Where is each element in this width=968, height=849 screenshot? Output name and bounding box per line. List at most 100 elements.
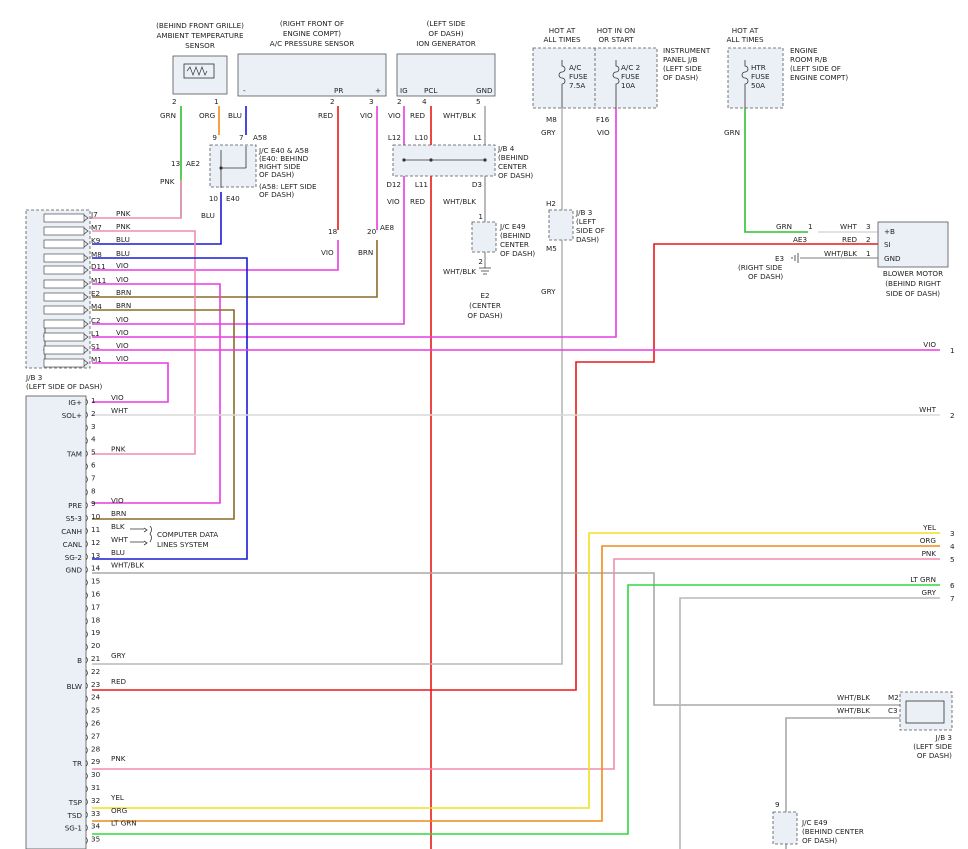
jb4: L12 L10 L1 D12 L11 D3 J/B 4 (BEHIND CENT… [386,133,533,189]
jb3-pin: K9 [91,236,101,245]
ion-pin-pcl: PCL [424,86,437,95]
jb3-terminal [43,292,85,302]
conn-l11: L11 [415,180,428,189]
jb3-arrow-icon [83,346,89,354]
jb4-1: J/B 4 [497,144,515,153]
jb3-mid: H2 M5 J/B 3 (LEFT SIDE OF DASH) [546,199,605,253]
ecu-pin-num: 17 [91,602,100,611]
jb3-pin: M4 [91,302,102,311]
jb3-terminal [43,213,85,223]
wire-c3-whtblk [785,717,900,810]
ecu-pin-num: 22 [91,667,100,676]
amb-label-1: (BEHIND FRONT GRILLE) [156,21,244,30]
ipjb-4: OF DASH) [663,73,698,82]
jc-e49-bottom: 9 J/C E49 (BEHIND CENTER OF DASH) [772,800,864,845]
ecu-pin-name: TSP [68,798,83,807]
errb-4: ENGINE COMPT) [790,73,848,82]
bm-pin-b: +B [884,227,895,236]
conn-m8: M8 [546,115,557,124]
conn-d3: D3 [472,180,482,189]
lbl-d3-whtblk: WHT/BLK [443,197,476,206]
lbl-ion-vio: VIO [388,111,401,120]
ecu-terminal-icon [85,398,88,406]
ecu-pin-name: CANL [63,540,82,549]
e49-pin-2: 2 [478,257,483,266]
lbl-ae2-pnk: PNK [160,177,175,186]
right-lead-wire: WHT [919,405,937,414]
ecu-terminal-icon [85,669,88,677]
conn-ae3: AE3 [793,235,807,244]
jb3-arrow-icon [83,266,89,274]
hot-all-1a: HOT AT [549,26,576,35]
bm-pin-si: SI [884,240,891,249]
ecu-pin-wire: PNK [111,445,126,454]
conn-h2: H2 [546,199,556,208]
jb3r-3: OF DASH) [917,751,952,760]
ecu-terminal-icon [85,489,88,496]
ecu-pin-num: 25 [91,706,100,715]
lbl-18-vio: VIO [321,248,334,257]
ecu-pin-wire: BRN [111,509,126,518]
amb-label-2: AMBIENT TEMPERATURE [156,31,243,40]
conn-l10: L10 [415,133,429,142]
jc-pin-9: 9 [212,133,217,142]
e2-2: (CENTER [469,301,501,310]
bm-num-1: 1 [866,249,871,258]
e49b-3: OF DASH) [802,836,837,845]
pr-pin-3: 3 [369,97,374,106]
ecu-pin-num: 28 [91,744,101,753]
jb3-arrow-icon [83,254,89,262]
ecu-pin-wire: YEL [110,793,124,802]
lbl-amb-grn: GRN [160,111,176,120]
jb3-pin: M1 [91,355,102,364]
pin-numbers: 2 1 2 3 2 4 5 13 AE2 18 20 AE8 [171,97,481,236]
jb3-terminal [43,239,85,249]
jb3-wire: BLU [116,235,130,244]
e49b-pin-9: 9 [775,800,780,809]
ecu-pin-wire: ORG [111,806,127,815]
ecu-pin-num: 15 [91,577,100,586]
ecu-terminal-icon [85,527,88,535]
lbl-pr-red: RED [318,111,334,120]
lbl-amb-org: ORG [199,111,215,120]
hot-all-1b: ALL TIMES [543,35,580,44]
jc-e40-2: (E40: BEHIND [259,154,309,163]
jb3-arrow-icon [83,306,89,314]
jb3-arrow-icon [83,280,89,288]
conn-a58: A58 [253,133,267,142]
ecu-pin-name: SG-2 [65,553,82,562]
jb3-pin: L1 [91,329,100,338]
pr-pin-minus: - [243,86,246,95]
jb3-wire: VIO [116,315,129,324]
ground-e2-icon [479,267,491,275]
jb3-arrow-icon [83,333,89,341]
lbl-bm-wht: WHT [840,222,858,231]
ecu-terminal-icon [85,553,88,561]
ecu-terminal-icon [85,411,88,419]
right-lead-wire: ORG [920,536,936,545]
ecu-pin-name: BLW [67,682,82,691]
ecu-pin-wire: VIO [111,496,124,505]
conn-ae8: AE8 [380,223,394,232]
ecu-pin-num: 20 [91,641,101,650]
ecu-pin-wire: RED [111,677,127,686]
wire-tsd-org [92,545,940,822]
hot-all-2b: ALL TIMES [726,35,763,44]
ecu-body [25,395,87,849]
conn-d12: D12 [386,180,401,189]
right-lead-num: 1 [950,346,955,355]
ecu-pin-wire: WHT/BLK [111,561,144,570]
pr-pin-plus: + [375,86,381,95]
jb3-pin: C2 [91,316,101,325]
jb3-terminal [43,253,85,263]
htr-fuse-2: FUSE [751,72,770,81]
wire-tr-pnk [92,558,940,770]
ecu-pin-num: 27 [91,731,100,740]
bm-label-2: (BEHIND RIGHT [885,279,941,288]
wire-tsp-yel [92,532,940,809]
ecu-terminal-icon [85,424,88,432]
wire-m7-pnk [92,230,196,455]
ecu-terminal-icon [85,811,88,819]
jb3-terminal [43,279,85,289]
